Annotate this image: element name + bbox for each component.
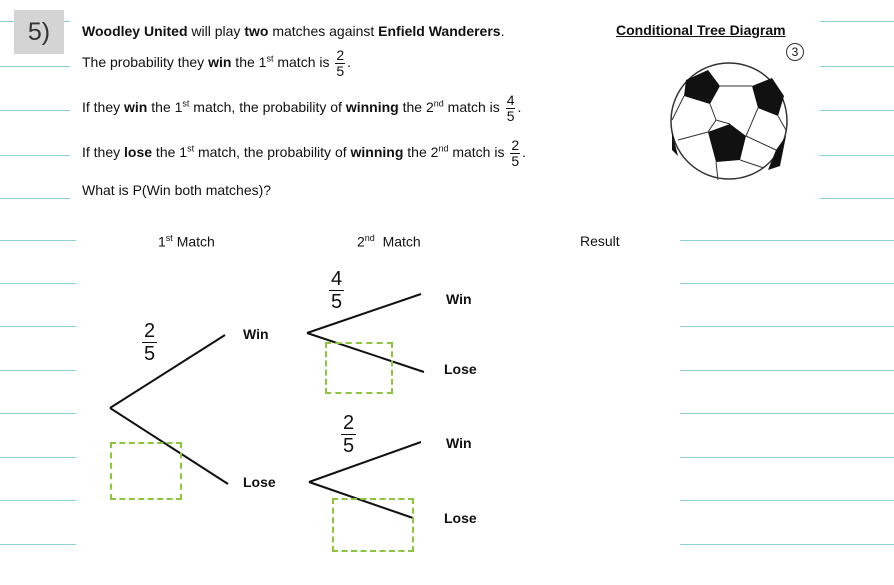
- answer-box-first-lose[interactable]: [110, 442, 182, 500]
- ruled-line: [820, 110, 894, 111]
- outcome-win: Win: [446, 291, 472, 307]
- text-run: Enfield Wanderers: [378, 23, 501, 39]
- text-run: matches against: [268, 23, 379, 39]
- text-run: st: [187, 143, 195, 154]
- text-run: match is: [273, 54, 334, 71]
- text-run: win: [208, 54, 232, 71]
- outcome-win: Win: [446, 435, 472, 451]
- question-line-3: If they win the 1st match, the probabili…: [82, 92, 522, 124]
- ruled-line: [680, 500, 894, 501]
- ruled-line: [0, 413, 76, 414]
- question-line-5: What is P(Win both matches)?: [82, 182, 272, 198]
- outcome-lose: Lose: [243, 474, 276, 490]
- header-second-match: 2nd Match: [357, 233, 421, 250]
- text-run: match, the probability of: [194, 144, 351, 161]
- outcome-lose: Lose: [444, 361, 477, 377]
- text-run: .: [500, 23, 505, 39]
- question-number: 5): [14, 10, 64, 54]
- ruled-line: [820, 66, 894, 67]
- ruled-line: [0, 326, 76, 327]
- text-run: If they: [82, 99, 125, 116]
- text-run: the 2: [403, 144, 439, 161]
- text-run: match is: [443, 99, 504, 116]
- ruled-line: [0, 240, 76, 241]
- text-run: match is: [448, 144, 509, 161]
- text-run: nd: [433, 98, 444, 109]
- text-run: Woodley United: [82, 23, 188, 39]
- text-run: st: [182, 98, 190, 109]
- ruled-line: [0, 110, 70, 111]
- ruled-line: [820, 198, 894, 199]
- header-result: Result: [580, 233, 620, 249]
- ruled-line: [0, 155, 70, 156]
- ruled-line: [0, 283, 76, 284]
- ruled-line: [680, 413, 894, 414]
- outcome-lose: Lose: [444, 510, 477, 526]
- answer-box-second-lose-given-win[interactable]: [325, 342, 393, 394]
- ruled-line: [680, 457, 894, 458]
- text-run: The probability they: [82, 54, 209, 71]
- text-run: lose: [124, 144, 153, 161]
- ruled-line: [680, 370, 894, 371]
- ruled-line: [0, 457, 76, 458]
- ruled-line: [820, 155, 894, 156]
- text-run: winning: [345, 99, 399, 116]
- text-run: If they: [82, 144, 125, 161]
- question-line-4: If they lose the 1st match, the probabil…: [82, 137, 527, 169]
- ruled-line: [680, 240, 894, 241]
- ruled-line: [680, 283, 894, 284]
- header-first-match: 1st Match: [158, 233, 215, 250]
- text-run: nd: [438, 143, 449, 154]
- text-run: win: [124, 99, 148, 116]
- text-run: the 2: [398, 99, 434, 116]
- text-run: winning: [350, 144, 404, 161]
- text-run: the 1: [231, 54, 267, 71]
- ruled-line: [0, 370, 76, 371]
- ruled-line: [0, 66, 70, 67]
- ruled-line: [680, 544, 894, 545]
- ruled-line: [820, 21, 894, 22]
- text-run: the 1: [152, 144, 188, 161]
- ruled-line: [680, 326, 894, 327]
- text-run: the 1: [147, 99, 183, 116]
- football-icon: [670, 62, 788, 181]
- question-line-1: Woodley United will play two matches aga…: [82, 23, 504, 39]
- worksheet-title: Conditional Tree Diagram: [616, 22, 786, 38]
- answer-box-second-lose-given-lose[interactable]: [332, 498, 414, 552]
- ruled-line: [0, 198, 70, 199]
- outcome-win: Win: [243, 326, 269, 342]
- text-run: st: [266, 53, 274, 64]
- text-run: match, the probability of: [189, 99, 346, 116]
- question-line-2: The probability they win the 1st match i…: [82, 47, 352, 79]
- text-run: two: [244, 23, 269, 39]
- marks-badge: 3: [786, 43, 804, 61]
- ruled-line: [0, 500, 76, 501]
- ruled-line: [0, 544, 76, 545]
- text-run: will play: [187, 23, 245, 39]
